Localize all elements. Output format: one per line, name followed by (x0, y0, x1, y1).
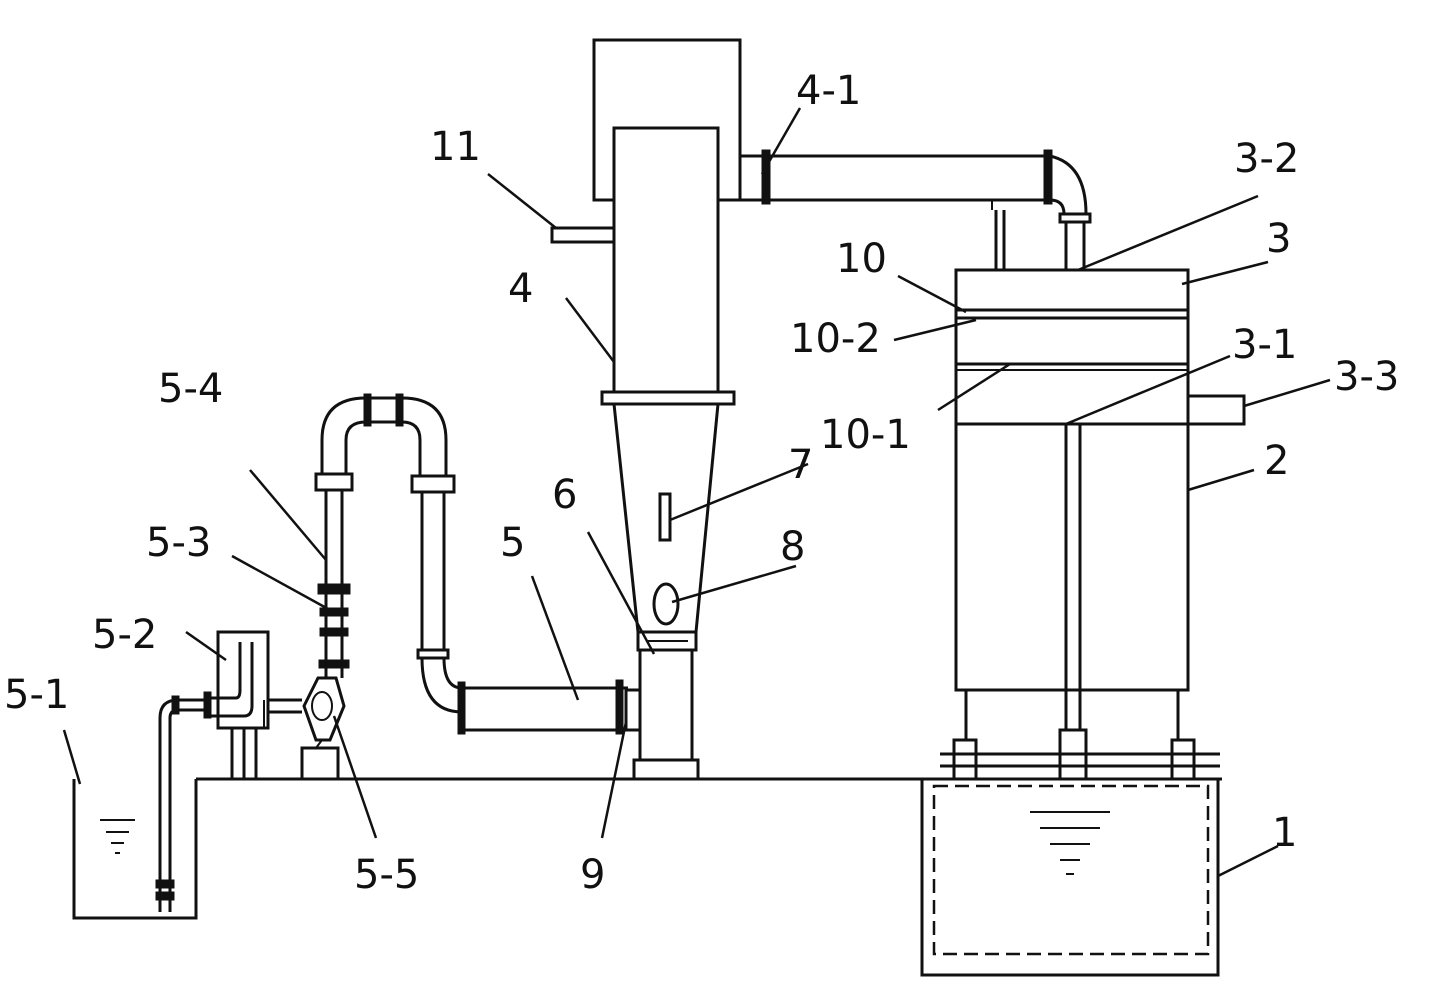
label-4: 4 (508, 266, 533, 312)
label-9: 9 (580, 852, 605, 898)
label-3-1: 3-1 (1232, 322, 1297, 368)
label-7: 7 (788, 442, 813, 488)
left-water-tank (72, 779, 198, 920)
label-3: 3 (1266, 216, 1291, 262)
label-8: 8 (780, 524, 805, 570)
feeder-box (206, 630, 302, 779)
part-labels: 11 4 4-1 3-2 3 10 10-2 3-1 3-3 10-1 2 5-… (4, 68, 1399, 898)
collection-tower (940, 268, 1246, 781)
label-10: 10 (836, 236, 887, 282)
label-5-2: 5-2 (92, 612, 157, 658)
label-2: 2 (1264, 438, 1289, 484)
cyclone-separator (550, 38, 742, 634)
horizontal-feed-pipe (420, 657, 642, 735)
pump (300, 676, 346, 781)
label-3-2: 3-2 (1234, 136, 1299, 182)
label-5-1: 5-1 (4, 672, 69, 718)
label-3-3: 3-3 (1334, 354, 1399, 400)
label-11: 11 (430, 124, 481, 170)
riser-pipe (314, 440, 354, 678)
top-connecting-pipe (740, 149, 1092, 270)
leader-lines (62, 107, 1331, 878)
label-5-4: 5-4 (158, 366, 223, 412)
base-pedestal (632, 630, 700, 781)
label-4-1: 4-1 (796, 68, 861, 114)
label-5-3: 5-3 (146, 520, 211, 566)
label-5: 5 (500, 520, 525, 566)
label-6: 6 (552, 472, 577, 518)
right-water-tank (920, 777, 1220, 977)
gooseneck-bend (320, 393, 456, 660)
label-5-5: 5-5 (354, 852, 419, 898)
label-10-2: 10-2 (790, 316, 881, 362)
label-10-1: 10-1 (820, 412, 911, 458)
suction-pipe (155, 691, 212, 912)
label-1: 1 (1272, 810, 1297, 856)
